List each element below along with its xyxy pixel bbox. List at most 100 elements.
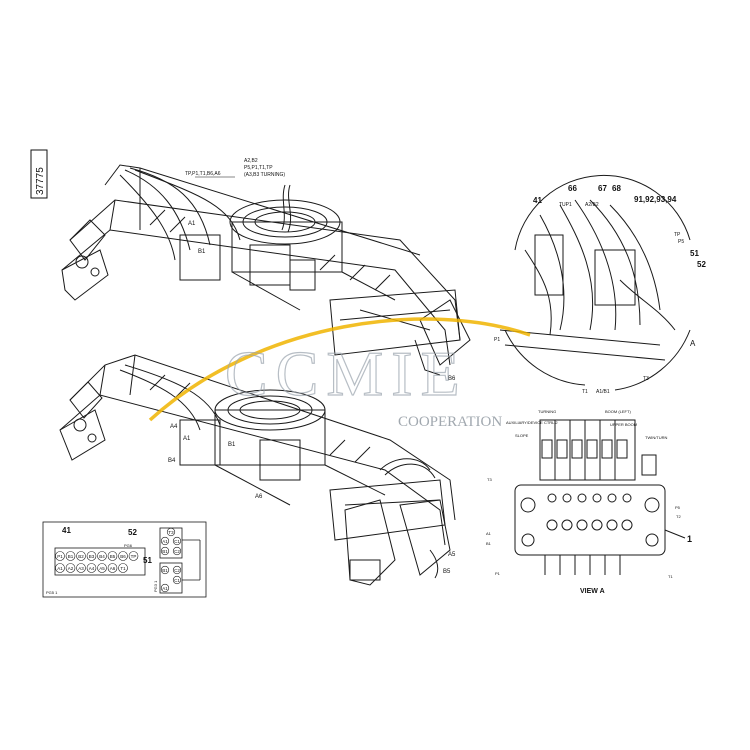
schematic-port-b1-ring (65, 551, 76, 561)
schematic-port-p1-ring (55, 551, 65, 561)
sheet-number: 37775 (35, 167, 46, 195)
schematic-callout-52: 52 (128, 528, 137, 537)
detail-callout-41: 41 (533, 196, 542, 205)
schematic-port-tp-ring (128, 551, 139, 561)
view-a-fn-aux: AUXILIARY/DEVICE CTRL 2 (506, 420, 558, 425)
schematic-upper-port-b1: B1 (162, 549, 168, 554)
detail-circle-labels: 41 66 67 68 91,92,93,94 51 52 A TUP1 A2/… (494, 184, 706, 395)
schematic-port-a4-ring (86, 563, 97, 573)
bottom-tag-a4: A4 (170, 424, 178, 430)
schematic-upper-port-c2-ring (172, 546, 182, 556)
top-tag-a1: A1 (188, 221, 196, 227)
schematic-callout-51: 51 (143, 556, 152, 565)
bottom-assembly-labels: A4 B4 A1 B1 A6 A5 B6 B5 (168, 376, 456, 575)
schematic-upper-port-t3-ring (166, 527, 176, 537)
schematic-port-b1: B1 (68, 554, 74, 559)
schematic-port-a5: A5 (99, 566, 105, 571)
detail-callout-51: 51 (690, 249, 699, 258)
schematic-port-b6: B6 (120, 554, 126, 559)
detail-callout-a: A (690, 339, 696, 348)
detail-label-p5: P5 (678, 239, 684, 245)
schematic-box (42, 521, 207, 598)
view-a-fn-slope: SLOPE (515, 433, 529, 438)
schematic-lower-port-a1: A1 (162, 586, 168, 591)
schematic-upper-port-c1: C1 (174, 539, 180, 544)
view-a-fn-upper-boom: UPPER BOOM (610, 422, 637, 427)
schematic-port-a2-ring (65, 563, 76, 573)
view-a-side-p5: P5 (675, 505, 681, 510)
schematic-port-b6-ring (118, 551, 128, 561)
view-a-labels: VIEW A 1 TURNING BOOM (LEFT) AUXILIARY/D… (486, 409, 692, 595)
schematic-port-a2: A2 (68, 566, 74, 571)
bottom-tag-b4: B4 (168, 458, 176, 464)
detail-label-tp: TP (674, 232, 681, 238)
schematic-port-a3: A3 (78, 566, 84, 571)
view-a-side-t1: T1 (668, 574, 673, 579)
bottom-tag-b1: B1 (228, 442, 236, 448)
top-label-b3: (A3,B3 TURNING) (244, 172, 285, 178)
detail-label-t3: T3 (643, 376, 649, 382)
schematic-lower-port-c2: C2 (174, 568, 180, 573)
detail-callout-52: 52 (697, 260, 706, 269)
view-a-fn-twin-turn: TWIN/TURN (645, 435, 668, 440)
schematic-port-a3-ring (76, 563, 86, 573)
schematic-port-tp: TP (131, 554, 137, 559)
watermark-brand: CCMIE (225, 338, 468, 409)
bottom-tag-b6: B6 (448, 376, 456, 382)
view-a-side-a1: A1 (486, 531, 492, 536)
schematic-upper-port-c2: C2 (174, 549, 180, 554)
schematic-port-t1: T1 (120, 566, 126, 571)
schematic-port-b4: B4 (99, 554, 105, 559)
top-assembly (61, 164, 471, 376)
schematic-lower-port-c2-ring (172, 565, 182, 575)
schematic-port-a4: A4 (89, 566, 95, 571)
top-assembly-labels: TP,P1,T1,B6,A6 A2,B2 P5,P1,T1,TP (A3,B3 … (185, 158, 285, 255)
watermark-swoosh (148, 317, 531, 422)
schematic-port-a1-ring (55, 563, 65, 573)
view-a-side-t3: T3 (487, 477, 492, 482)
schematic-upper-port-b1-ring (160, 546, 170, 556)
schematic-port-p1: P1 (57, 554, 63, 559)
schematic-port-a1: A1 (57, 566, 63, 571)
schematic-port-a5-ring (97, 563, 107, 573)
schematic-lower-port-b1: B1 (162, 568, 168, 573)
schematic-port-b2: B2 (78, 554, 84, 559)
sheet-number-box: 37775 (30, 149, 48, 199)
schematic-lower-port-c1-ring (172, 575, 182, 585)
bottom-tag-a5: A5 (448, 552, 456, 558)
top-label-a: TP,P1,T1,B6,A6 (185, 171, 221, 177)
view-a-fn-turning: TURNING (538, 409, 556, 414)
schematic-port-b5: B5 (110, 554, 116, 559)
schematic-lower-port-b1-ring (160, 565, 170, 575)
schematic-port-b4-ring (97, 551, 107, 561)
detail-callout-91-94: 91,92,93,94 (634, 195, 677, 204)
view-a-title: VIEW A (580, 588, 605, 595)
view-a-side-p1: P1 (495, 571, 501, 576)
schematic-upper-port-a1-ring (160, 536, 170, 546)
schematic-port-a6-ring (107, 563, 118, 573)
view-a-fn-boom-left: BOOM (LEFT) (605, 409, 631, 414)
top-tag-b1: B1 (198, 249, 206, 255)
watermark-sub: COOPERATION (398, 414, 502, 430)
view-a-callout-1: 1 (687, 534, 692, 544)
schematic-side-top: PG6 (124, 543, 133, 548)
bottom-tag-a1: A1 (183, 436, 191, 442)
detail-label-t1: T1 (582, 389, 588, 395)
bottom-tag-b5: B5 (443, 569, 451, 575)
view-a-valve (514, 419, 686, 575)
schematic-upper-port-a1: A1 (162, 539, 168, 544)
detail-circle (499, 174, 691, 391)
view-a-side-t2: T2 (676, 514, 681, 519)
bottom-assembly (59, 354, 456, 586)
schematic-callout-41: 41 (62, 526, 71, 535)
detail-label-tup1: TUP1 (559, 202, 572, 208)
schematic-port-t1-ring (118, 563, 128, 573)
schematic-port-b3: B3 (89, 554, 95, 559)
schematic-footer: PG5 1 (46, 590, 58, 595)
schematic-port-b2-ring (76, 551, 86, 561)
view-a-side-b1: B1 (486, 541, 492, 546)
detail-label-a2b2: A2/B2 (585, 202, 599, 208)
schematic-upper-port-c1-ring (172, 536, 182, 546)
